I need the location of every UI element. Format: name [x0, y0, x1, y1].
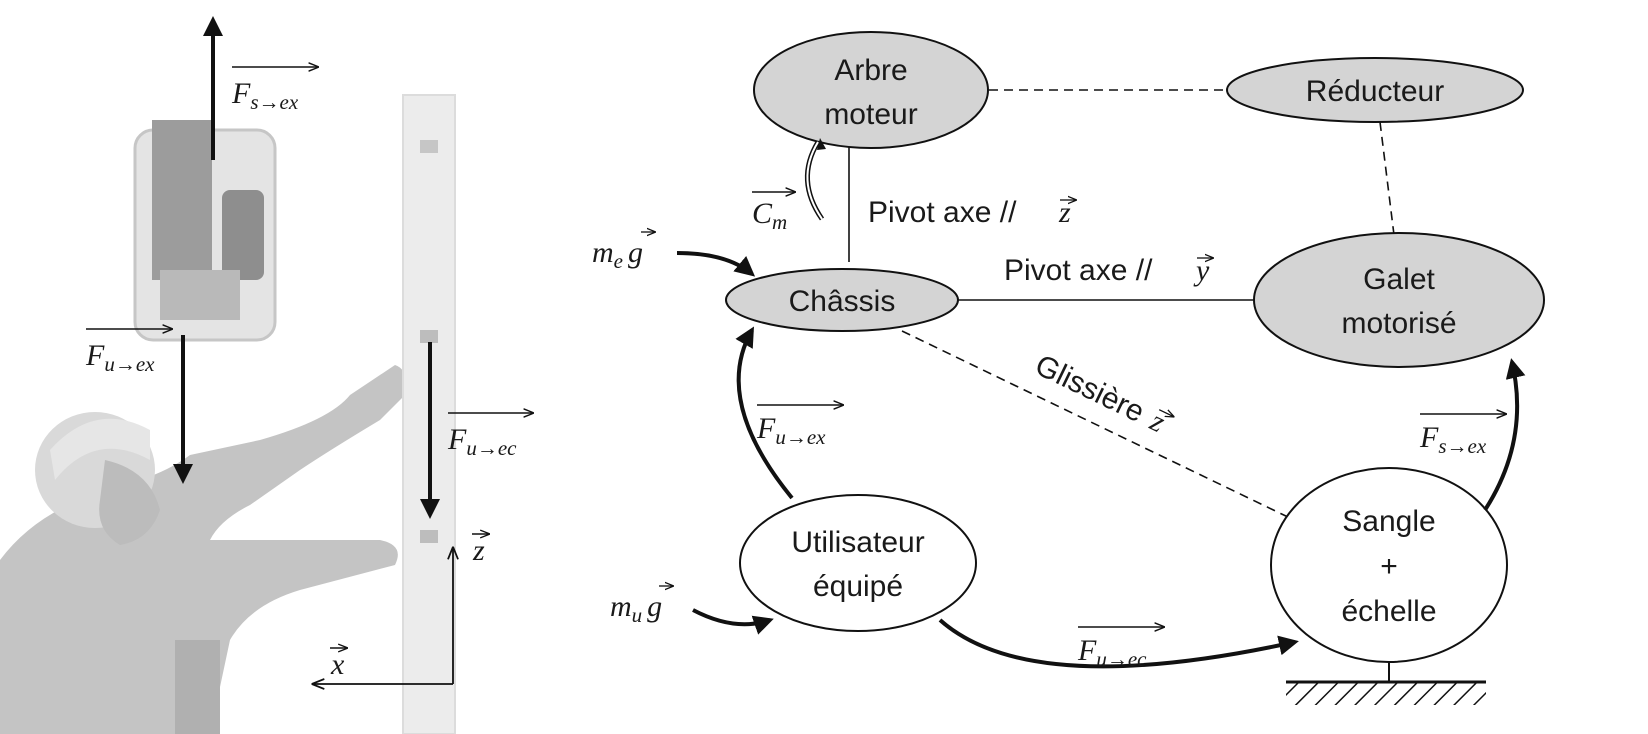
svg-text:Fu→ex: Fu→ex: [756, 412, 826, 449]
torque-arrow-inner: [806, 141, 823, 220]
node-label-line: motorisé: [1341, 307, 1456, 340]
svg-text:z: z: [1144, 404, 1170, 439]
graph-of-links: Arbre moteur Réducteur Châssis Galet mot…: [592, 31, 1545, 705]
action-label-fu-ex: Fu→ex: [756, 405, 843, 449]
svg-text:Fs→ex: Fs→ex: [231, 77, 299, 114]
ground-symbol: [1286, 662, 1486, 705]
photo-illustration: Fs→ex Fu→ex Fu→ec z x: [0, 16, 533, 734]
svg-text:Cm: Cm: [752, 197, 787, 234]
label-fu-ec-photo: Fu→ec: [447, 413, 533, 460]
node-label-line: moteur: [824, 98, 917, 131]
svg-text:Glissière: Glissière: [1030, 349, 1149, 430]
node-label-line: Sangle: [1342, 505, 1435, 538]
force-arrow-user-to-chassis: [735, 326, 794, 500]
svg-text:Fu→ex: Fu→ex: [85, 339, 155, 376]
svg-text:y: y: [1193, 254, 1210, 287]
weight-arrow-user: [692, 608, 774, 635]
node-label-line: équipé: [813, 570, 903, 603]
weight-arrow-chassis: [676, 251, 756, 277]
node-utilisateur-equipe[interactable]: Utilisateur équipé: [739, 494, 977, 632]
link-line-glissiere: [901, 330, 1291, 519]
node-label-line: Arbre: [834, 54, 907, 87]
svg-text:meg: meg: [592, 236, 643, 273]
svg-text:mug: mug: [610, 590, 662, 627]
action-label-fs-ex: Fs→ex: [1419, 414, 1506, 458]
node-galet-motorise[interactable]: Galet motorisé: [1253, 232, 1545, 368]
svg-text:Pivot axe //: Pivot axe //: [1004, 254, 1153, 287]
label-fs-ex-photo: Fs→ex: [231, 67, 318, 114]
torque-arrow-head: [817, 138, 826, 150]
svg-text:Fu→ec: Fu→ec: [447, 423, 517, 460]
action-label-cm: Cm: [752, 192, 795, 234]
svg-text:Pivot axe //: Pivot axe //: [868, 196, 1017, 229]
link-line-reducteur-galet: [1379, 121, 1396, 244]
node-chassis[interactable]: Châssis: [725, 268, 959, 332]
node-label-line: Utilisateur: [791, 526, 924, 559]
axis-z-label: z: [472, 534, 485, 567]
link-label-pivot-y: Pivot axe // y: [1004, 254, 1213, 287]
axis-x-label: x: [330, 648, 345, 681]
node-sangle-echelle[interactable]: Sangle + échelle: [1270, 467, 1508, 663]
node-label-line: +: [1380, 550, 1398, 583]
force-arrow-sangle-to-galet: [1483, 358, 1526, 512]
node-arbre-moteur[interactable]: Arbre moteur: [753, 31, 989, 149]
svg-text:Fs→ex: Fs→ex: [1419, 421, 1487, 458]
node-label-line: échelle: [1341, 595, 1436, 628]
node-label-line: Galet: [1363, 263, 1435, 296]
label-fu-ex-photo: Fu→ex: [85, 329, 172, 376]
link-label-pivot-z: Pivot axe // z: [868, 196, 1076, 229]
face: [99, 460, 160, 545]
node-label-line: Réducteur: [1306, 75, 1444, 108]
link-label-glissiere: Glissière z: [1030, 349, 1176, 439]
force-arrow-user-to-sangle: [938, 618, 1299, 669]
node-reducteur[interactable]: Réducteur: [1226, 57, 1524, 123]
svg-text:Fu→ec: Fu→ec: [1077, 634, 1147, 671]
device: [133, 120, 277, 342]
action-label-fu-ec: Fu→ec: [1077, 627, 1164, 671]
svg-text:z: z: [1058, 196, 1071, 229]
node-label-line: Châssis: [789, 285, 896, 318]
axis-frame: z x: [313, 534, 489, 684]
climber-figure: [0, 365, 407, 734]
